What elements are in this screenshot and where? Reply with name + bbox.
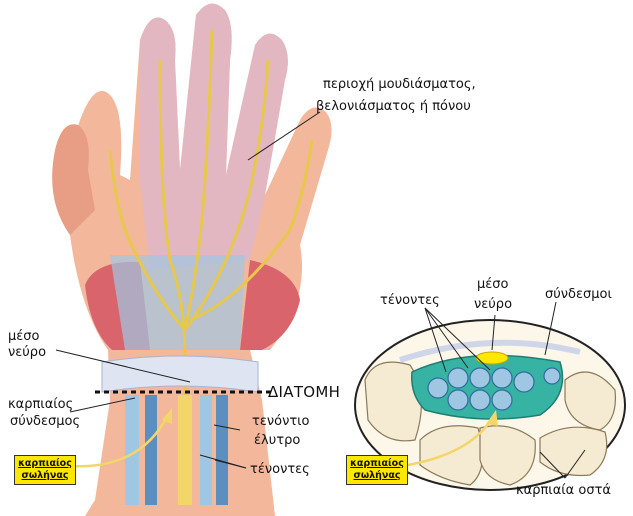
forearm-tendons (125, 395, 228, 505)
right-tunnel-arrowhead (486, 410, 498, 426)
carpal-tunnel-callout-right: καρπιαίος σωλήνας (346, 455, 408, 485)
median-nerve-right-label-line1: μέσο (477, 277, 509, 292)
median-nerve-right-label-line2: νεύρο (474, 297, 513, 312)
tendon-circles (427, 367, 561, 411)
hypothenar-muscle (240, 260, 300, 350)
numbness-label-line2: βελονιάσματος ή πόνου (316, 99, 471, 114)
tendons-right-label: τένοντες (380, 293, 440, 308)
carpal-ligament-label-line2: σύνδεσμος (10, 414, 81, 429)
median-nerve-branches (108, 29, 314, 500)
carpal-tunnel-left-line2: σωλήνας (21, 470, 69, 481)
section-label: ΔΙΑΤΟΜΗ (268, 383, 341, 401)
carpal-tunnel-right-line2: σωλήνας (353, 470, 401, 481)
median-nerve-section (475, 351, 509, 365)
carpal-ligament-label-line1: καρπιαίος (8, 397, 74, 412)
numbness-region (140, 3, 288, 270)
cross-section-illustration (354, 319, 626, 491)
carpal-bones-label: καρπιαία οστά (516, 483, 611, 498)
carpal-tunnel-right-line1: καρπιαίος (350, 458, 404, 469)
right-tunnel-arrow (401, 417, 494, 468)
left-tunnel-arrowhead (162, 408, 172, 424)
hand-illustration (52, 3, 332, 516)
left-tunnel-arrow (69, 414, 170, 468)
ligaments-label: σύνδεσμοι (545, 287, 612, 302)
tendon-sheath-label-line1: τενόντιο (252, 414, 310, 429)
carpal-tunnel-left-line1: καρπιαίος (18, 458, 72, 469)
carpal-tunnel-callout-left: καρπιαίος σωλήνας (14, 455, 76, 485)
thumb (52, 124, 95, 235)
transverse-ligament-section (399, 339, 581, 363)
median-nerve-label-line1: μέσο (8, 329, 40, 344)
median-nerve-label-line2: νεύρο (8, 345, 47, 360)
right-leader-lines (424, 301, 586, 479)
tendon-sheath-label-line2: έλυτρο (254, 433, 301, 448)
numbness-label-line1: περιοχή μουδιάσματος, (323, 77, 476, 92)
left-leader-lines (55, 111, 321, 469)
palm-tendons (110, 255, 245, 350)
tendons-left-label: τένοντες (250, 462, 310, 477)
carpal-bones (364, 361, 617, 486)
